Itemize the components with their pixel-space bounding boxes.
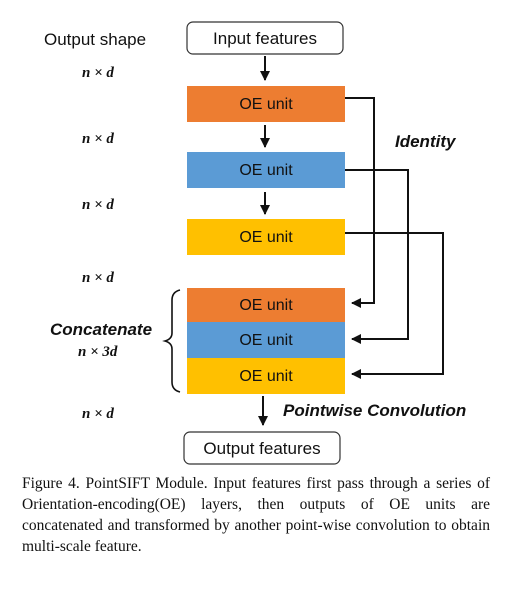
identity-label: Identity <box>395 132 457 151</box>
identity-path-yellow <box>345 232 444 379</box>
concat-bracket <box>162 289 181 393</box>
input-features-label: Input features <box>213 29 317 48</box>
output-features-label: Output features <box>203 439 320 458</box>
shape-label-concat: n × 3d <box>78 344 118 360</box>
output-shape-header: Output shape <box>44 30 146 49</box>
oe-unit-blue <box>187 152 345 188</box>
output-features-box <box>183 431 341 465</box>
oe-unit-orange <box>187 86 345 122</box>
oe-unit-yellow <box>187 219 345 255</box>
concat-oe-orange-label: OE unit <box>239 297 293 314</box>
concat-oe-blue <box>187 322 345 358</box>
shape-label-5: n × d <box>82 406 114 422</box>
oe-unit-orange-label: OE unit <box>239 96 293 113</box>
figure-caption: Figure 4. PointSIFT Module. Input featur… <box>22 475 490 555</box>
identity-path-blue <box>345 169 409 344</box>
shape-label-3: n × d <box>82 197 114 213</box>
pointsift-diagram: Output shape n × d n × d n × d n × d Con… <box>44 21 466 465</box>
shape-label-2: n × d <box>82 131 114 147</box>
shape-label-1: n × d <box>82 65 114 81</box>
pointwise-convolution-label: Pointwise Convolution <box>283 401 466 420</box>
concat-oe-orange <box>187 288 345 322</box>
concat-oe-yellow <box>187 358 345 394</box>
concatenate-label: Concatenate <box>50 320 152 339</box>
oe-unit-blue-label: OE unit <box>239 162 293 179</box>
shape-label-4: n × d <box>82 270 114 286</box>
input-features-box <box>186 21 344 55</box>
oe-unit-yellow-label: OE unit <box>239 229 293 246</box>
identity-path-orange <box>345 97 375 308</box>
concat-oe-blue-label: OE unit <box>239 332 293 349</box>
concat-oe-yellow-label: OE unit <box>239 368 293 385</box>
